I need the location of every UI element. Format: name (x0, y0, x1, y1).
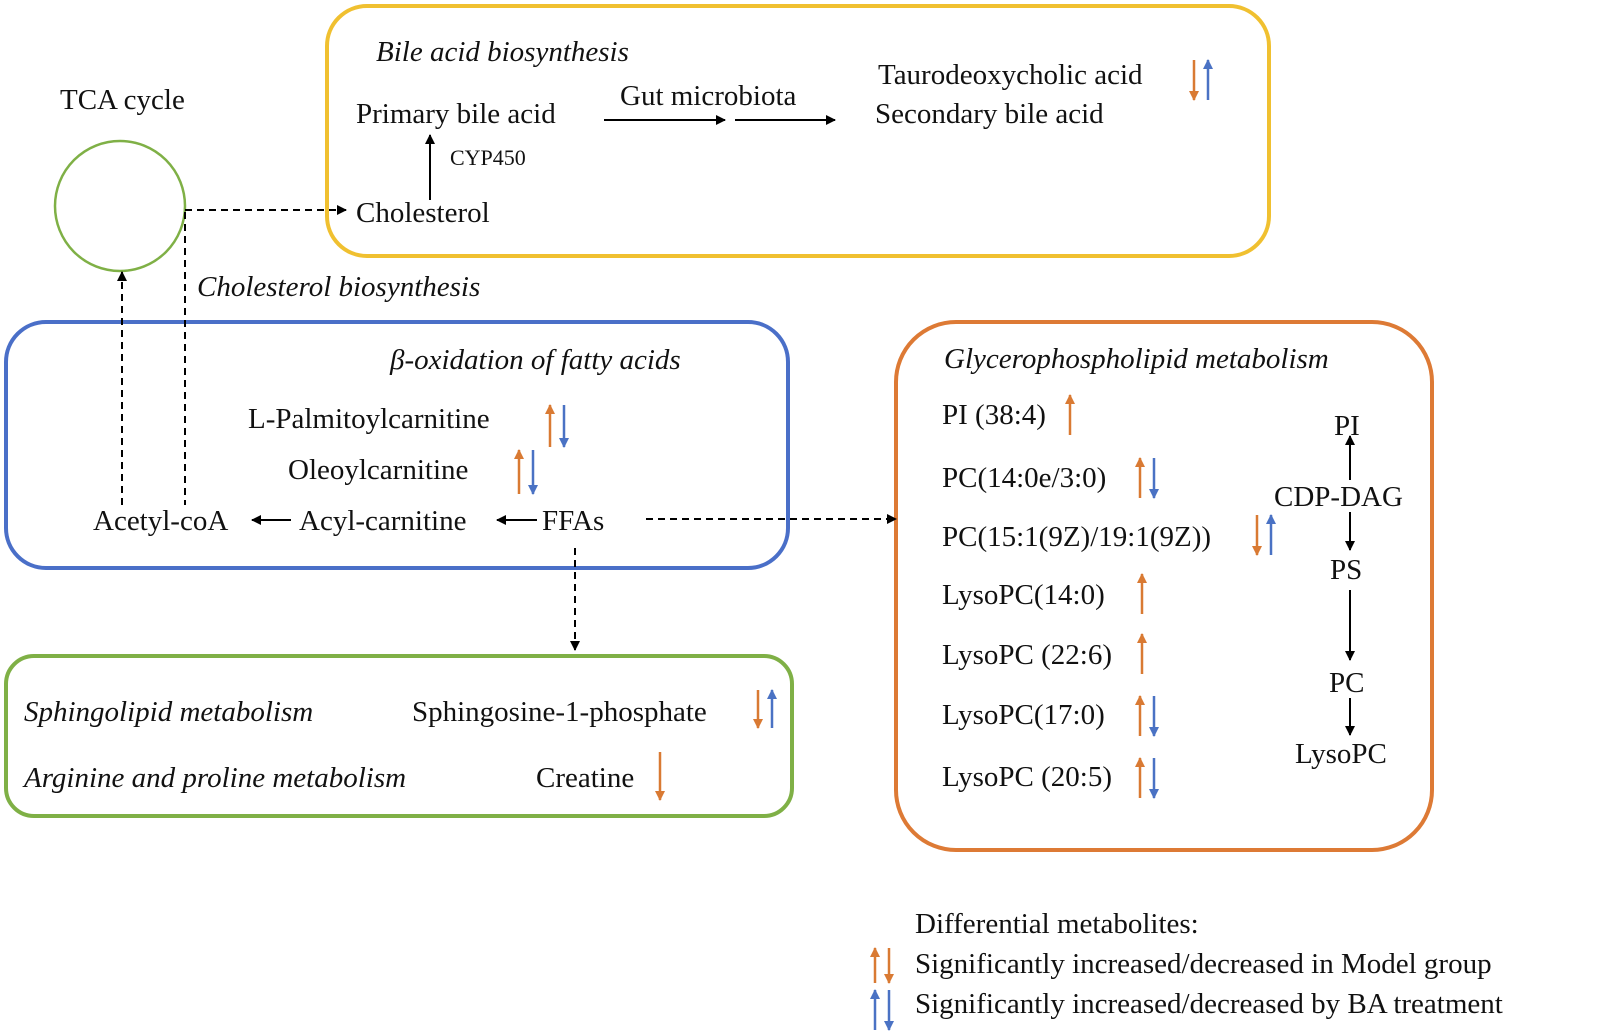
bile-acid-title: Bile acid biosynthesis (376, 36, 629, 68)
glycero-item-label: PC(14:0e/3:0) (942, 462, 1106, 494)
cholesterol-biosynthesis-label: Cholesterol biosynthesis (197, 271, 480, 303)
creatine-label: Creatine (536, 762, 634, 794)
glycero-item-label: LysoPC(17:0) (942, 699, 1105, 731)
secondary-bile-acid-label: Secondary bile acid (875, 98, 1104, 130)
tca-cycle-title: TCA cycle (60, 84, 185, 116)
bile-acid-box (325, 4, 1271, 258)
glycero-item-label: LysoPC (20:5) (942, 761, 1112, 793)
beta-oxidation-box (4, 320, 790, 570)
primary-bile-acid-label: Primary bile acid (356, 98, 556, 130)
glycero-item-label: PC(15:1(9Z)/19:1(9Z)) (942, 521, 1211, 553)
palmitoylcarnitine-label: L-Palmitoylcarnitine (248, 403, 490, 435)
beta-oxidation-title: β-oxidation of fatty acids (389, 344, 681, 376)
acetyl-coa-label: Acetyl-coA (93, 505, 228, 537)
tca-cycle-circle (53, 139, 187, 273)
glycero-title: Glycerophospholipid metabolism (944, 343, 1329, 375)
glycero-item-label: LysoPC (22:6) (942, 639, 1112, 671)
sphingolipid-box (4, 654, 794, 818)
s1p-label: Sphingosine-1-phosphate (412, 696, 707, 728)
legend-model-label: Significantly increased/decreased in Mod… (915, 948, 1492, 980)
legend-title: Differential metabolites: (915, 908, 1199, 940)
acyl-carnitine-label: Acyl-carnitine (299, 505, 466, 537)
pathway-pc-label: PC (1329, 667, 1364, 699)
pathway-cdp-dag-label: CDP-DAG (1274, 481, 1403, 513)
legend-ba-label: Significantly increased/decreased by BA … (915, 988, 1503, 1020)
taurodeoxycholic-acid-label: Taurodeoxycholic acid (878, 59, 1143, 91)
ffas-label: FFAs (542, 505, 604, 537)
gut-microbiota-label: Gut microbiota (620, 80, 797, 112)
glycerophospholipid-box (894, 320, 1434, 852)
oleoylcarnitine-label: Oleoylcarnitine (288, 454, 468, 486)
cholesterol-label: Cholesterol (356, 197, 490, 229)
pathway-pi-label: PI (1334, 410, 1360, 442)
pathway-ps-label: PS (1330, 554, 1362, 586)
cyp450-label: CYP450 (450, 145, 526, 170)
pathway-lysopc-label: LysoPC (1295, 738, 1387, 770)
glycero-item-label: PI (38:4) (942, 399, 1046, 431)
sphingolipid-title: Sphingolipid metabolism (24, 696, 313, 728)
arginine-proline-title: Arginine and proline metabolism (22, 762, 406, 794)
glycero-item-label: LysoPC(14:0) (942, 579, 1105, 611)
